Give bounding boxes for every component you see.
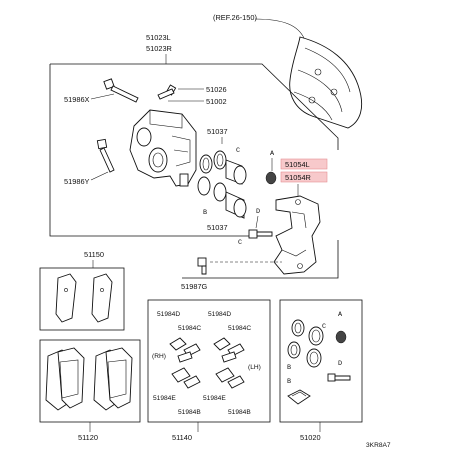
highlight-support-r [280, 171, 328, 183]
label-caliper-r: 51023R [146, 44, 172, 53]
marker-b-top: B [203, 209, 207, 217]
caliper-frame [50, 63, 339, 150]
dust-shield [289, 36, 362, 129]
shim-left [55, 273, 77, 323]
label-pin-bolt-x: 51986X [64, 95, 90, 104]
brake-pads-left [45, 347, 85, 411]
label-clip-d2: 51984B [228, 409, 251, 416]
bolt-g [197, 257, 207, 275]
label-clip-c1: 51984E [153, 395, 176, 402]
label-bleeder-cap: 51002 [206, 97, 227, 106]
label-clip-a2: 51984D [208, 311, 231, 318]
label-pad-set: 51120 [78, 433, 98, 442]
label-seal-kit-box: 51020 [300, 433, 321, 442]
clips-rh-lower [171, 367, 201, 389]
label-clip-c2: 51984E [203, 395, 226, 402]
ref-label: (REF.26-150) [213, 13, 257, 22]
label-clip-a1: 51984D [157, 311, 180, 318]
label-caliper-l: 51023L [146, 33, 171, 42]
box-seal-kit [279, 299, 363, 423]
label-bolt-g: 51987G [181, 282, 208, 291]
ref-leader [254, 18, 305, 39]
label-rh: (RH) [152, 353, 166, 360]
label-clip-d1: 51984B [178, 409, 201, 416]
brake-pads-right [93, 347, 133, 411]
diagram-code: 3KR8A7 [366, 442, 391, 449]
bleeder-screw [157, 84, 177, 100]
box-shim-kit [39, 267, 125, 331]
boot-a [265, 171, 277, 185]
marker-d-box: D [338, 360, 342, 368]
pin-bolt-y [96, 138, 115, 173]
bolt-d [248, 229, 273, 239]
bolt-d-box [327, 373, 351, 382]
clips-lh-upper [213, 337, 245, 363]
piston-seals [199, 150, 247, 185]
marker-a-box: A [338, 311, 343, 319]
shim-right [91, 273, 113, 323]
label-seal-kit-bottom: 51037 [207, 223, 228, 232]
grease-pack [287, 389, 311, 405]
seal-kit-rings [287, 319, 324, 368]
label-clip-b2: 51984C [228, 325, 251, 332]
label-support-r: 51054R [285, 173, 311, 182]
box-clip-kit [147, 299, 271, 423]
label-clip-kit: 51140 [172, 433, 192, 442]
label-shim-kit: 51150 [84, 250, 104, 259]
marker-c-top-bolt: C [238, 239, 242, 247]
marker-d-top: D [256, 208, 260, 216]
support-frame [182, 240, 339, 279]
pistons-lower [197, 176, 247, 219]
label-support-l: 51054L [285, 160, 310, 169]
label-lh: (LH) [248, 364, 261, 371]
marker-a-top: A [270, 150, 275, 158]
clips-lh-lower [215, 367, 245, 389]
caliper-body [129, 109, 197, 187]
clips-rh-upper [169, 337, 201, 363]
caliper-frame-lower [49, 64, 268, 237]
label-bleeder-screw: 51026 [206, 85, 227, 94]
marker-c-box: C [322, 323, 326, 331]
label-seal-kit-top: 51037 [207, 127, 228, 136]
label-clip-b1: 51984C [178, 325, 201, 332]
caliper-support-bracket [273, 195, 321, 275]
boot-a-box [335, 330, 347, 344]
marker-c-top-seal: C [236, 147, 240, 155]
label-pin-bolt-y: 51986Y [64, 177, 90, 186]
pin-bolt-x [103, 78, 139, 103]
highlight-support-l [280, 158, 328, 170]
marker-b-box1: B [287, 364, 291, 372]
marker-b-box2: B [287, 378, 291, 386]
